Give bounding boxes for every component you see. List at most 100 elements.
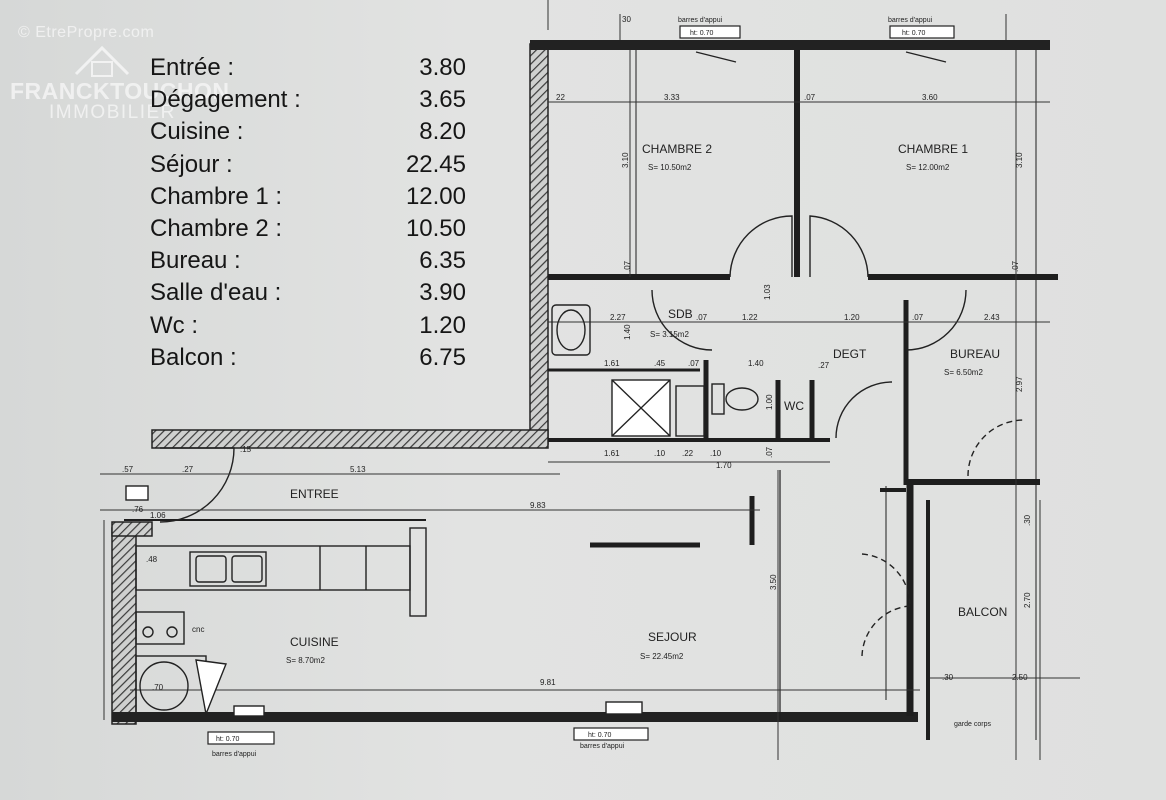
- area-value: 6.35: [419, 247, 466, 275]
- area-value: 8.20: [419, 118, 466, 146]
- svg-text:1.00: 1.00: [765, 394, 774, 410]
- svg-text:.07: .07: [804, 93, 816, 102]
- svg-text:3.10: 3.10: [1015, 152, 1024, 168]
- svg-text:.48: .48: [146, 555, 158, 564]
- room-entree-name: ENTREE: [290, 487, 339, 501]
- area-row: Chambre 1 : 12.00: [150, 181, 480, 213]
- svg-text:1.20: 1.20: [844, 313, 860, 322]
- wall-left-upper: [529, 43, 549, 445]
- room-sejour-name: SEJOUR: [648, 630, 697, 644]
- svg-text:barres d'appui: barres d'appui: [580, 743, 625, 750]
- svg-text:.10: .10: [654, 449, 666, 458]
- svg-text:.22: .22: [682, 449, 694, 458]
- area-label: Chambre 1 :: [150, 182, 283, 210]
- svg-text:.76: .76: [132, 505, 144, 514]
- window-top-right-box: [889, 25, 955, 39]
- area-label: Bureau :: [150, 247, 241, 275]
- window-bottom-left-box: [207, 731, 275, 745]
- area-label: Séjour :: [150, 150, 233, 178]
- svg-text:.07: .07: [696, 313, 708, 322]
- svg-text:.10: .10: [710, 449, 722, 458]
- svg-text:ht: 0.70: ht: 0.70: [902, 30, 925, 37]
- room-balcon-name: BALCON: [958, 605, 1007, 619]
- svg-text:2.70: 2.70: [1023, 592, 1032, 608]
- area-label: Balcon :: [150, 343, 237, 371]
- watermark-brand: FRANCKTOUCHON: [10, 78, 230, 104]
- dimension-lines: [100, 0, 1080, 760]
- kitchen-counter: [135, 545, 411, 591]
- sink-sdb: [551, 304, 591, 356]
- svg-text:1.22: 1.22: [742, 313, 758, 322]
- room-sejour-area: S= 22.45m2: [640, 652, 684, 661]
- area-label: Cuisine :: [150, 118, 244, 146]
- svg-text:.27: .27: [182, 465, 194, 474]
- watermark-site: © EtrePropre.com: [18, 24, 155, 41]
- svg-text:3.60: 3.60: [922, 93, 938, 102]
- area-row: Chambre 2 : 10.50: [150, 213, 480, 245]
- room-chambre1-name: CHAMBRE 1: [898, 142, 968, 156]
- room-chambre2-area: S= 10.50m2: [648, 163, 692, 172]
- svg-text:3.50: 3.50: [769, 574, 778, 590]
- area-label: Dégagement :: [150, 86, 301, 114]
- svg-text:9.81: 9.81: [540, 678, 556, 687]
- area-value: 3.90: [419, 279, 466, 307]
- area-label: Entrée :: [150, 54, 235, 81]
- svg-text:barres d'appui: barres d'appui: [888, 17, 933, 24]
- area-value: 3.65: [419, 86, 466, 114]
- svg-text:barres d'appui: barres d'appui: [212, 751, 257, 758]
- svg-text:.70: .70: [152, 683, 164, 692]
- svg-text:.27: .27: [818, 361, 830, 370]
- area-value: 12.00: [405, 182, 466, 210]
- room-wc-name: WC: [784, 399, 804, 413]
- area-value: 1.20: [419, 311, 466, 339]
- area-value: 6.75: [419, 343, 466, 371]
- area-row: Cuisine : 8.20: [150, 116, 480, 148]
- room-sdb-name: SDB: [668, 307, 693, 321]
- svg-text:ht: 0.70: ht: 0.70: [216, 736, 239, 743]
- watermark-subtitle: IMMOBILIER: [49, 102, 176, 123]
- area-table: Entrée : 3.80 Dégagement : 3.65 Cuisine : 8…: [150, 52, 480, 374]
- area-label: Salle d'eau :: [150, 279, 282, 307]
- cooktop: [135, 611, 185, 645]
- svg-text:1.03: 1.03: [763, 284, 772, 300]
- svg-text:5.13: 5.13: [350, 465, 366, 474]
- area-row: Salle d'eau : 3.90: [150, 277, 480, 309]
- dimension-labels: 22 3.33 .07 3.60 3.10 3.10 .07 .07 1.03 …: [122, 15, 1032, 692]
- room-degt-name: DEGT: [833, 347, 867, 361]
- room-labels: CHAMBRE 2 S= 10.50m2 CHAMBRE 1 S= 12.00m…: [286, 142, 1007, 665]
- svg-text:1.40: 1.40: [623, 324, 632, 340]
- area-value: 22.45: [405, 150, 466, 178]
- wall-bottom: [112, 712, 918, 722]
- svg-text:.15: .15: [240, 445, 252, 454]
- svg-text:2.97: 2.97: [1015, 376, 1024, 392]
- svg-text:30: 30: [622, 15, 631, 24]
- area-value: 10.50: [405, 214, 466, 242]
- svg-text:.07: .07: [912, 313, 924, 322]
- wall-cuisine-top: [111, 521, 153, 537]
- svg-text:2.50: 2.50: [1012, 673, 1028, 682]
- window-callouts: [207, 25, 955, 745]
- wall-left-lower: [111, 527, 137, 725]
- area-label: Chambre 2 :: [150, 214, 283, 242]
- area-value: 3.80: [419, 54, 466, 81]
- area-row: Entrée : 3.80: [150, 52, 480, 84]
- area-row: Balcon : 6.75: [150, 342, 480, 374]
- svg-text:2.43: 2.43: [984, 313, 1000, 322]
- fixtures: [125, 304, 759, 717]
- svg-text:3.33: 3.33: [664, 93, 680, 102]
- water-heater: [135, 655, 207, 715]
- svg-text:3.10: 3.10: [621, 152, 630, 168]
- svg-text:.07: .07: [765, 446, 774, 458]
- area-row: Dégagement : 3.65: [150, 84, 480, 116]
- area-row: Wc :1.20: [150, 310, 480, 342]
- area-row: Bureau : 6.35: [150, 245, 480, 277]
- svg-text:garde corps: garde corps: [954, 721, 991, 728]
- svg-text:2.27: 2.27: [610, 313, 626, 322]
- room-cuisine-name: CUISINE: [290, 635, 339, 649]
- svg-text:ht: 0.70: ht: 0.70: [690, 30, 713, 37]
- svg-text:.07: .07: [1011, 260, 1020, 272]
- washer-sdb: [675, 385, 705, 437]
- room-cuisine-area: S= 8.70m2: [286, 656, 325, 665]
